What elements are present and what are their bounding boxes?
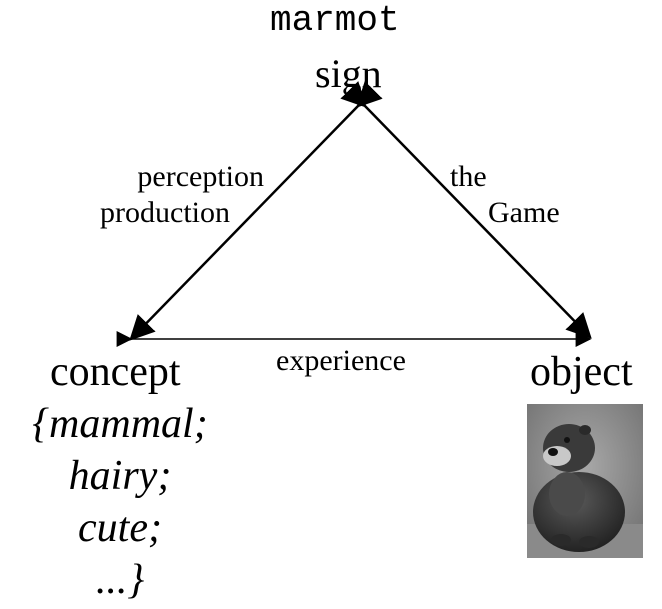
concept-attribute-mammal: {mammal; [32, 401, 208, 447]
concept-attribute-ellipsis: ...} [95, 557, 145, 603]
edge-label-the: the [450, 160, 487, 193]
edge-label-game: Game [488, 196, 560, 229]
arrow-sign-concept [129, 81, 383, 341]
concept-attribute-cute: cute; [78, 505, 162, 551]
edge-label-production: production [100, 196, 230, 229]
word-marmot: marmot [270, 0, 400, 41]
node-sign: sign [315, 51, 382, 96]
arrow-sign-object [340, 81, 592, 339]
marmot-photo [527, 404, 643, 558]
node-object: object [530, 349, 633, 395]
concept-attributes: {mammal; hairy; cute; ...} [0, 398, 240, 606]
concept-attribute-hairy: hairy; [68, 453, 172, 499]
edge-label-perception: perception [137, 160, 264, 193]
node-concept: concept [50, 349, 181, 395]
edge-label-experience: experience [276, 344, 406, 377]
